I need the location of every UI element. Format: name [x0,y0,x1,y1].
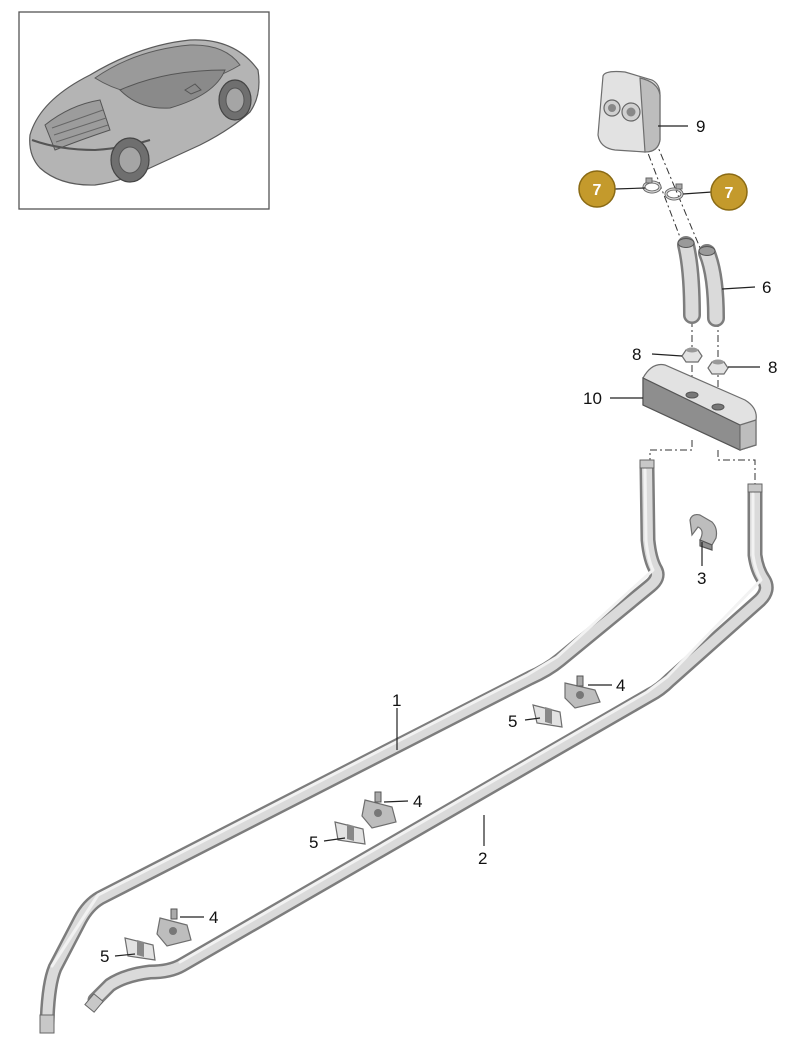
holder-set-upper [532,675,601,728]
callout-4-upper: 4 [616,676,625,695]
callout-1: 1 [392,691,401,710]
leader-lines [114,125,760,957]
callout-7-right: 7 [725,185,734,202]
part-10-block [642,363,757,451]
holder-set-middle [334,791,397,845]
callout-2: 2 [478,849,487,868]
part-6-hoses [677,236,725,327]
callout-7-left: 7 [593,182,602,199]
callout-10: 10 [583,389,602,408]
callout-8-right: 8 [768,358,777,377]
part-7-clamps [642,177,684,201]
callout-5-middle: 5 [309,833,318,852]
callout-4-middle: 4 [413,792,422,811]
callout-6: 6 [762,278,771,297]
callout-5-upper: 5 [508,712,517,731]
gold-circle-badge-icon [578,170,748,211]
callout-9: 9 [696,117,705,136]
vehicle-thumbnail [18,11,270,210]
callout-labels: 9 7 7 6 8 8 10 3 4 1 5 4 5 2 4 5 [100,117,777,966]
car-rear-view-icon [29,39,260,186]
part-9-cover [597,70,661,153]
callout-3: 3 [697,569,706,588]
callout-4-lower: 4 [209,908,218,927]
callout-8-left: 8 [632,345,641,364]
holder-set-lower [124,908,192,961]
part-8-grommets [681,347,729,375]
part-3-clip [689,513,718,551]
part-2-pipe [84,483,774,1013]
part-1-pipe [39,459,665,1034]
callout-5-lower: 5 [100,947,109,966]
